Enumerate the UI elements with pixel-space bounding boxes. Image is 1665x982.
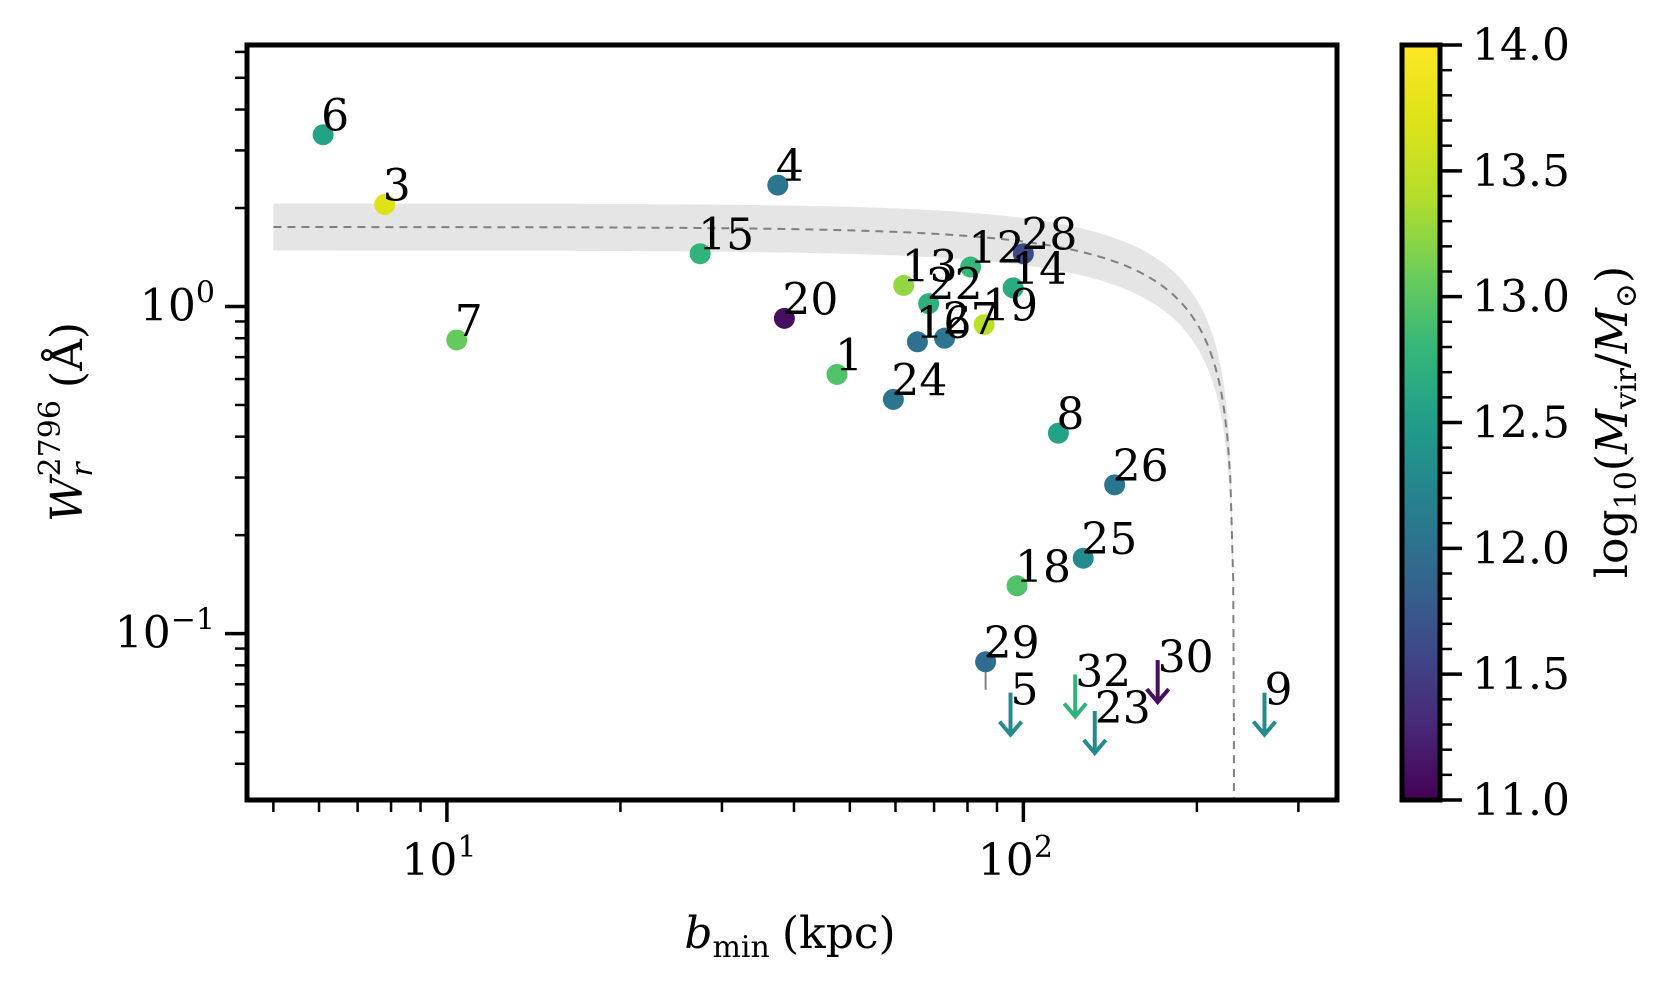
data-point <box>1002 277 1024 299</box>
colorbar-tick-label: 12.0 <box>1472 523 1570 574</box>
data-point <box>975 651 997 673</box>
upper-limit-label: 9 <box>1265 665 1293 716</box>
point-label: 26 <box>1113 441 1169 492</box>
upper-limit-arrowhead <box>1251 720 1278 738</box>
colorbar-tick-label: 13.5 <box>1472 146 1570 197</box>
point-label: 8 <box>1056 389 1084 440</box>
data-point <box>906 331 928 353</box>
point-label: 20 <box>782 274 838 325</box>
point-label: 29 <box>984 618 1040 669</box>
data-point <box>1072 547 1094 569</box>
point-label: 19 <box>982 281 1038 332</box>
colorbar-tick-label: 11.0 <box>1472 775 1570 826</box>
upper-limit-label: 5 <box>1011 665 1039 716</box>
upper-limit-arrowhead <box>1145 687 1171 706</box>
upper-limit-label: 32 <box>1075 646 1131 697</box>
data-point <box>1047 422 1069 444</box>
colorbar-tick-labels: 11.0 11.5 12.0 12.5 13.0 13.5 14.0 <box>1472 20 1570 826</box>
point-label: 13 <box>902 241 958 292</box>
data-point <box>918 293 940 315</box>
point-label: 3 <box>383 161 411 212</box>
colorbar-ticks <box>1440 43 1462 802</box>
data-point <box>1104 474 1126 496</box>
y-tick-label: 100 <box>140 275 215 331</box>
data-point <box>446 329 468 351</box>
point-label: 4 <box>776 141 804 192</box>
data-point <box>312 124 334 146</box>
x-tick-label: 101 <box>401 830 476 886</box>
data-point <box>1006 575 1028 597</box>
point-label: 18 <box>1015 542 1071 593</box>
point-label: 12 <box>969 223 1025 274</box>
upper-limit-label: 23 <box>1095 683 1151 734</box>
point-label: 28 <box>1021 210 1077 261</box>
data-point <box>767 174 789 196</box>
point-label: 15 <box>698 210 754 261</box>
colorbar-tick-label: 11.5 <box>1472 649 1570 700</box>
upper-limit-label: 30 <box>1158 632 1214 683</box>
data-point <box>689 243 711 265</box>
colorbar <box>1399 42 1443 803</box>
point-label: 24 <box>891 355 947 406</box>
x-axis-label: bmin(kpc) <box>684 908 895 965</box>
y-tick-label: 10−1 <box>115 603 215 659</box>
point-label: 22 <box>927 260 983 311</box>
colorbar-tick-label: 13.0 <box>1472 272 1570 323</box>
upper-limit-arrowhead <box>997 720 1024 738</box>
data-point <box>1012 243 1034 265</box>
data-point <box>773 307 795 329</box>
point-label: 25 <box>1081 514 1137 565</box>
point-label: 16 <box>915 298 971 349</box>
data-point <box>882 388 904 410</box>
colorbar-label: log10(Mvir/M⊙) <box>1587 266 1644 578</box>
fit-uncertainty-band <box>273 203 1234 800</box>
x-tick-label: 102 <box>978 830 1053 886</box>
fit-curve <box>273 226 1235 800</box>
point-label: 1 <box>835 330 863 381</box>
upper-limit-markers <box>997 660 1278 757</box>
data-point <box>826 363 848 385</box>
colorbar-tick-label: 12.5 <box>1472 398 1570 449</box>
data-point <box>973 314 995 336</box>
data-point <box>893 274 915 296</box>
colorbar-tick-label: 14.0 <box>1472 20 1570 71</box>
y-axis-label: Wr2796(Å) <box>33 322 100 522</box>
point-label: 14 <box>1011 244 1067 295</box>
point-label: 27 <box>943 294 999 345</box>
data-point <box>374 194 396 216</box>
axis-tick-labels: 101 102 10−1 100 <box>115 275 1053 886</box>
data-point <box>960 256 982 278</box>
plot-frame <box>244 42 1340 803</box>
upper-limit-arrowhead <box>1062 702 1088 720</box>
upper-limit-arrowhead <box>1082 738 1108 757</box>
point-label: 6 <box>321 91 349 142</box>
data-point <box>934 327 956 349</box>
data-points <box>312 124 1126 690</box>
point-label: 7 <box>455 296 483 347</box>
